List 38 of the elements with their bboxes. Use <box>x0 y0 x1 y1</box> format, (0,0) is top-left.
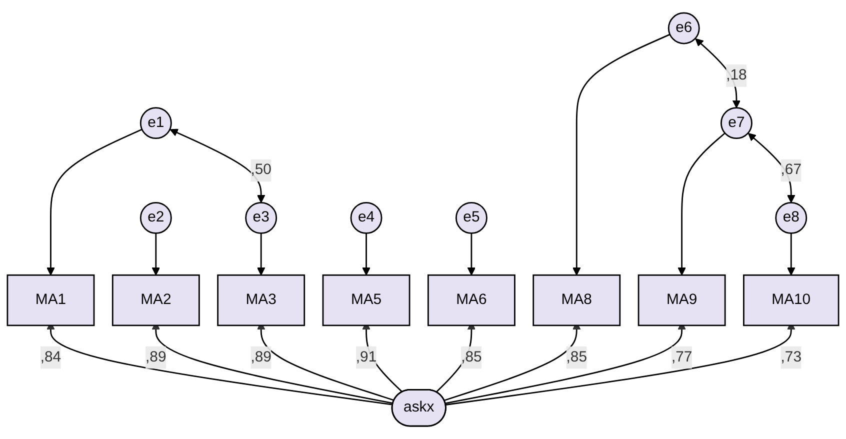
node-circle: e7 <box>720 107 752 140</box>
node-box: MA9 <box>638 274 726 326</box>
edge-label: ,73 <box>780 349 802 366</box>
edge-label: ,85 <box>566 349 587 366</box>
node-box: MA5 <box>322 274 410 326</box>
arrow <box>152 233 160 276</box>
node-circle: e4 <box>350 202 382 234</box>
edge-label: ,91 <box>356 349 377 366</box>
node-box: MA1 <box>6 274 95 326</box>
arrow <box>678 132 726 276</box>
arrow <box>787 233 796 276</box>
arrow <box>572 34 670 276</box>
node-circle: e1 <box>140 107 172 140</box>
arrow <box>170 128 266 203</box>
node-box: MA10 <box>743 274 840 326</box>
node-box: MA6 <box>427 274 516 326</box>
arrow <box>46 128 142 276</box>
node-circle: e3 <box>245 202 278 234</box>
node-circle: e8 <box>775 202 808 234</box>
node-box: MA8 <box>532 274 621 326</box>
edge-label: ,67 <box>780 162 802 178</box>
edge-label: ,50 <box>250 162 272 178</box>
edge-label: ,89 <box>250 349 272 366</box>
node-box: MA3 <box>217 274 306 326</box>
node-circle: e5 <box>455 202 488 234</box>
arrow <box>695 38 741 108</box>
arrow <box>362 233 370 276</box>
arrow <box>748 132 796 203</box>
edge-label: ,85 <box>461 349 482 366</box>
node-box: MA2 <box>112 274 200 326</box>
arrow <box>257 233 266 276</box>
node-circle: e6 <box>668 12 700 44</box>
node-circle: e2 <box>140 202 172 234</box>
edge-label: ,77 <box>671 349 692 366</box>
edge-label: ,84 <box>40 349 62 366</box>
edge-label: ,89 <box>146 349 166 366</box>
arrow <box>467 233 476 276</box>
edge-label: ,18 <box>726 67 747 84</box>
